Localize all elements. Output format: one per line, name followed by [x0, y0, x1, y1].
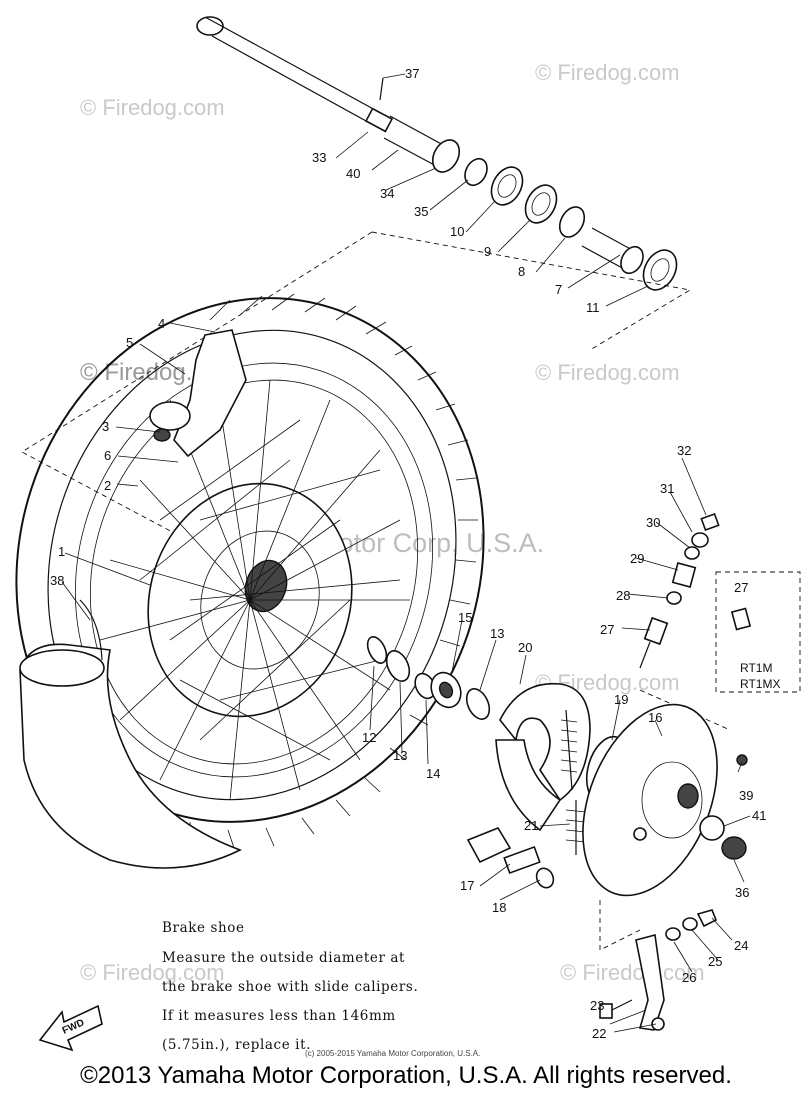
chain-guard-upper: [173, 329, 247, 458]
note-line-2: Measure the outside diameter at: [162, 950, 405, 966]
model-rt1m: RT1M: [740, 661, 772, 675]
alignment-line-right: [371, 231, 692, 351]
callout-16: 16: [648, 710, 662, 725]
callout-40: 40: [346, 166, 360, 181]
callout-3: 3: [102, 419, 109, 434]
callout-28: 28: [616, 588, 630, 603]
callout-37: 37: [405, 66, 419, 81]
callout-7: 7: [555, 282, 562, 297]
callout-8: 8: [518, 264, 525, 279]
brake-shoe-note: Brake shoe Measure the outside diameter …: [162, 920, 418, 1053]
callout-35: 35: [414, 204, 428, 219]
watermark-bottom-right: © Firedog.com: [560, 960, 705, 985]
lower-mud-guard: [19, 643, 242, 869]
alignment-line-lever: [599, 900, 641, 951]
callout-34: 34: [380, 186, 394, 201]
watermark-top-left: © Firedog.com: [80, 95, 225, 120]
callout-19: 19: [614, 692, 628, 707]
brake-cam-lever: [599, 909, 718, 1031]
callout-9: 9: [484, 244, 491, 259]
callout-14: 14: [426, 766, 440, 781]
callout-11: 11: [586, 300, 600, 315]
callout-31: 31: [660, 481, 674, 496]
callout-33: 33: [312, 150, 326, 165]
callout-5: 5: [126, 335, 133, 350]
callout-13b: 13: [490, 626, 504, 641]
note-line-1: Brake shoe: [162, 920, 245, 936]
callout-23: 23: [590, 998, 604, 1013]
rear-wheel: [15, 293, 485, 849]
callout-18: 18: [492, 900, 506, 915]
guard-cap: [149, 401, 191, 431]
callout-6: 6: [104, 448, 111, 463]
callout-17: 17: [460, 878, 474, 893]
callout-24: 24: [734, 938, 748, 953]
callout-32: 32: [677, 443, 691, 458]
watermark-bottom-left: © Firedog.com: [80, 960, 225, 985]
callout-12: 12: [362, 730, 376, 745]
guard-opening: [19, 649, 105, 687]
note-line-5: (5.75in.), replace it.: [162, 1037, 311, 1053]
callout-30: 30: [646, 515, 660, 530]
leader-lines: [61, 73, 751, 1033]
watermark-mid-right: © Firedog.com: [535, 360, 680, 385]
callout-2: 2: [104, 478, 111, 493]
note-line-4: If it measures less than 146mm: [162, 1008, 396, 1024]
callout-27: 27: [600, 622, 614, 637]
callout-1: 1: [58, 544, 65, 559]
guard-bolt: [153, 428, 171, 442]
callout-21: 21: [524, 818, 538, 833]
brake-components: [366, 636, 748, 897]
callout-22: 22: [592, 1026, 606, 1041]
axle-assembly: [196, 16, 678, 291]
callout-10: 10: [450, 224, 464, 239]
callout-29: 29: [630, 551, 644, 566]
callout-15: 15: [458, 610, 472, 625]
model-variant-box: 27 RT1M RT1MX: [715, 571, 801, 693]
callout-26: 26: [682, 970, 696, 985]
callout-13a: 13: [393, 748, 407, 763]
callout-38: 38: [50, 573, 64, 588]
callout-4: 4: [158, 316, 165, 331]
callout-41: 41: [752, 808, 766, 823]
model-rt1mx: RT1MX: [740, 677, 780, 691]
footer-copyright: ©2013 Yamaha Motor Corporation, U.S.A. A…: [80, 1062, 732, 1089]
small-copyright: (c) 2005-2015 Yamaha Motor Corporation, …: [305, 1049, 480, 1058]
note-line-3: the brake shoe with slide calipers.: [162, 979, 418, 995]
callout-39: 39: [739, 788, 753, 803]
forward-arrow-icon: FWD: [38, 1004, 103, 1052]
callout-numbers: 1 2 3 4 5 6 7 8 9 10 11 12 13 13 14 15 1…: [50, 66, 766, 1041]
callout-36: 36: [735, 885, 749, 900]
model-box-part-number: 27: [734, 580, 748, 595]
speedo-drive: [639, 512, 720, 669]
part-38-hook: [79, 599, 103, 661]
callout-25: 25: [708, 954, 722, 969]
watermark-top-right: © Firedog.com: [535, 60, 680, 85]
callout-20: 20: [518, 640, 532, 655]
